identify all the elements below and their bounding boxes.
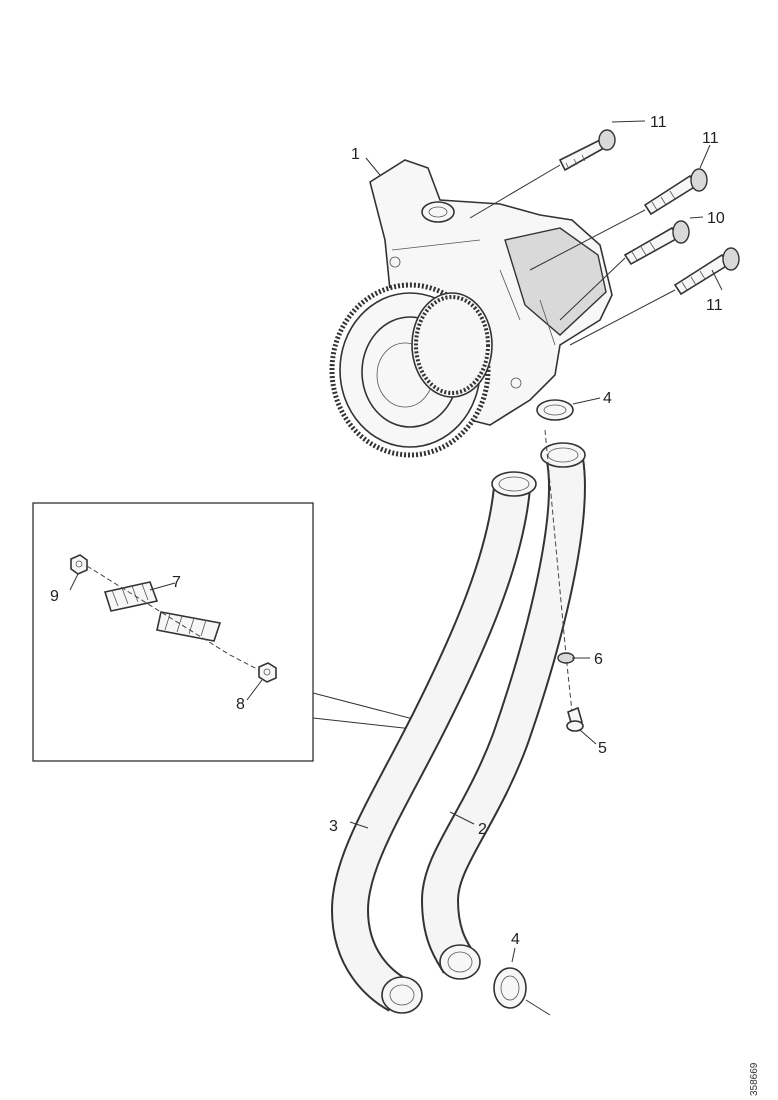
callout-8: 8	[236, 696, 245, 713]
callout-4-top: 4	[603, 390, 612, 407]
callout-5: 5	[598, 740, 607, 757]
callout-1: 1	[351, 146, 360, 163]
callout-4-bottom: 4	[511, 931, 520, 948]
callout-2: 2	[478, 821, 487, 838]
callout-7: 7	[172, 574, 181, 591]
pressure-pipe-3	[330, 471, 537, 1014]
bolt-5	[566, 706, 584, 732]
bolt-10	[623, 220, 690, 266]
callout-3: 3	[329, 818, 338, 835]
seal-4-bottom	[493, 967, 551, 1016]
bolt-11-lower	[673, 247, 740, 296]
callout-6: 6	[594, 651, 603, 668]
oil-pump-body	[369, 159, 613, 426]
nut-8	[258, 662, 277, 683]
drive-gear	[329, 282, 493, 458]
washer-6	[557, 652, 575, 664]
callout-9: 9	[50, 588, 59, 605]
bolt-11-top	[558, 129, 616, 172]
bolt-11-upper-right	[643, 168, 708, 216]
clamp-7	[103, 581, 222, 642]
callout-11-top: 11	[650, 114, 667, 131]
detail-inset	[32, 502, 441, 762]
callout-11-lower: 11	[706, 297, 723, 314]
reference-code: 358669	[749, 1062, 760, 1096]
seal-4-top	[536, 399, 574, 421]
suction-pipe-2	[420, 442, 586, 980]
nut-9	[70, 554, 88, 575]
callout-10: 10	[707, 210, 725, 227]
callout-11-right: 11	[702, 130, 719, 147]
